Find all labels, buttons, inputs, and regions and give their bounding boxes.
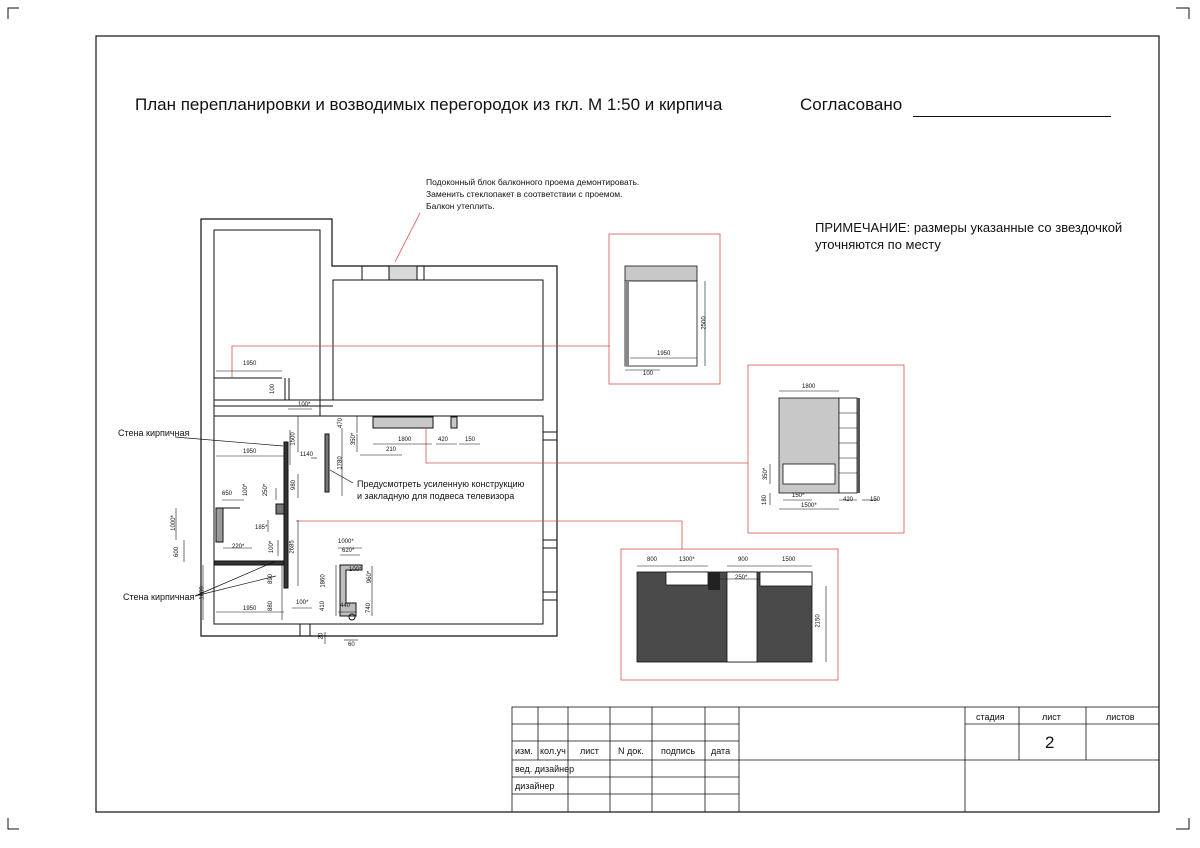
signature-line (913, 116, 1111, 117)
tb-header-kol: кол.уч (540, 746, 566, 756)
dim-label: 100 (643, 371, 654, 377)
dim-label: 1300* (679, 557, 695, 563)
approved-label: Согласовано (800, 95, 903, 114)
dim-label: 100* (298, 402, 311, 408)
dim-label: 1800 (398, 437, 412, 443)
dim-label: 100 (270, 383, 277, 395)
dim-label: 2500 (701, 316, 708, 330)
dim-label: 980 (291, 479, 298, 491)
brick-wall-vertical (283, 441, 289, 589)
note-line-1: ПРИМЕЧАНИЕ: размеры указанные со звездоч… (815, 220, 1123, 235)
balcony-note-line-1: Подоконный блок балконного проема демонт… (426, 177, 640, 187)
dim-label: 420 (843, 497, 854, 503)
balcony-sill-block (388, 265, 418, 281)
dim-label: 1600 (199, 586, 206, 600)
detail-a (608, 233, 721, 385)
detail-b (747, 364, 905, 534)
dim-label: 1950 (243, 449, 257, 455)
sheet-frame (95, 35, 1160, 813)
dim-label: 150 (465, 437, 476, 443)
dim-label: 1140 (300, 452, 313, 458)
dim-label: 650 (222, 491, 233, 497)
brick-wall-label-bottom: Стена кирпичная (123, 592, 195, 602)
dim-label: 100* (296, 600, 309, 606)
dim-label: 100* (349, 567, 362, 573)
dim-label: 250* (263, 483, 270, 497)
dim-label: 20 (318, 632, 325, 640)
tv-note-line-1: Предусмотреть усиленную конструкцию (357, 479, 525, 489)
dim-label: 1500 (782, 557, 796, 563)
title-block (511, 706, 1160, 813)
dim-label: 420 (438, 437, 449, 443)
tb-header-data: дата (711, 746, 731, 756)
dim-label: 880 (268, 600, 275, 612)
dim-label: 1860 (320, 574, 327, 588)
dim-label: 150* (792, 493, 805, 499)
brick-wall-label-top: Стена кирпичная (118, 428, 190, 438)
page-title: План перепланировки и возводимых перегор… (135, 95, 723, 114)
dim-label: 180 (762, 494, 769, 506)
corner-marks (7, 7, 1190, 830)
dim-label: 470 (338, 417, 345, 429)
dim-label: 1950 (243, 606, 257, 612)
dim-label: 1000* (170, 515, 177, 531)
tb-sheets: листов (1106, 712, 1135, 722)
dim-label: 800 (647, 557, 658, 563)
dim-label: 620* (342, 548, 355, 554)
note-line-2: уточняются по месту (815, 237, 941, 252)
tb-header-list: лист (580, 746, 599, 756)
dim-label: 150 (870, 497, 881, 503)
dim-label: 250* (735, 575, 748, 581)
dim-label: 220* (232, 544, 245, 550)
dim-label: 440 (340, 603, 351, 609)
note-block: ПРИМЕЧАНИЕ: размеры указанные со звездоч… (815, 219, 1122, 253)
dim-label: 900 (738, 557, 749, 563)
dim-label: 210 (386, 447, 397, 453)
dim-label: 350* (763, 467, 770, 481)
dim-label: 60 (348, 642, 355, 648)
detail-c (620, 548, 839, 681)
tb-sheet-number: 2 (1045, 733, 1055, 752)
dim-label: 1500 (290, 432, 297, 446)
dim-label: 740 (366, 602, 373, 614)
balcony-note: Подоконный блок балконного проема демонт… (426, 176, 639, 212)
dim-label: 185* (255, 525, 268, 531)
tv-note-line-2: и закладную для подвеса телевизора (357, 491, 515, 501)
dim-label: 600 (174, 546, 181, 558)
tb-sheet: лист (1042, 712, 1061, 722)
tb-row-lead-designer: вед. дизайнер (515, 764, 575, 774)
dim-label: 1780 (337, 456, 344, 470)
dim-label: 2150 (815, 614, 822, 628)
balcony-note-line-2: Заменить стеклопакет в соответствии с пр… (426, 189, 623, 199)
dim-label: 100* (243, 483, 250, 497)
dim-label: 1500* (801, 503, 817, 509)
tb-stage: стадия (976, 712, 1005, 722)
floor-plan (174, 212, 748, 644)
dim-label: 350* (351, 432, 358, 446)
dim-label: 1000* (338, 539, 354, 545)
dim-label: 1950 (243, 361, 257, 367)
dim-label: 960* (367, 570, 374, 584)
tb-header-izm: изм. (515, 746, 533, 756)
dim-label: 100* (269, 540, 276, 554)
dim-label: 890 (268, 573, 275, 585)
dim-label: 1950 (657, 351, 671, 357)
dim-label: 2685 (289, 540, 296, 554)
tb-header-ndok: N док. (618, 746, 644, 756)
tb-header-podpis: подпись (661, 746, 696, 756)
dim-label: 1800 (802, 384, 816, 390)
balcony-note-line-3: Балкон утеплить. (426, 201, 495, 211)
tv-wall-reinforcement (324, 433, 330, 493)
tv-note: Предусмотреть усиленную конструкцию и за… (357, 478, 524, 502)
dim-label: 410 (320, 600, 327, 612)
tb-row-designer: дизайнер (515, 781, 555, 791)
